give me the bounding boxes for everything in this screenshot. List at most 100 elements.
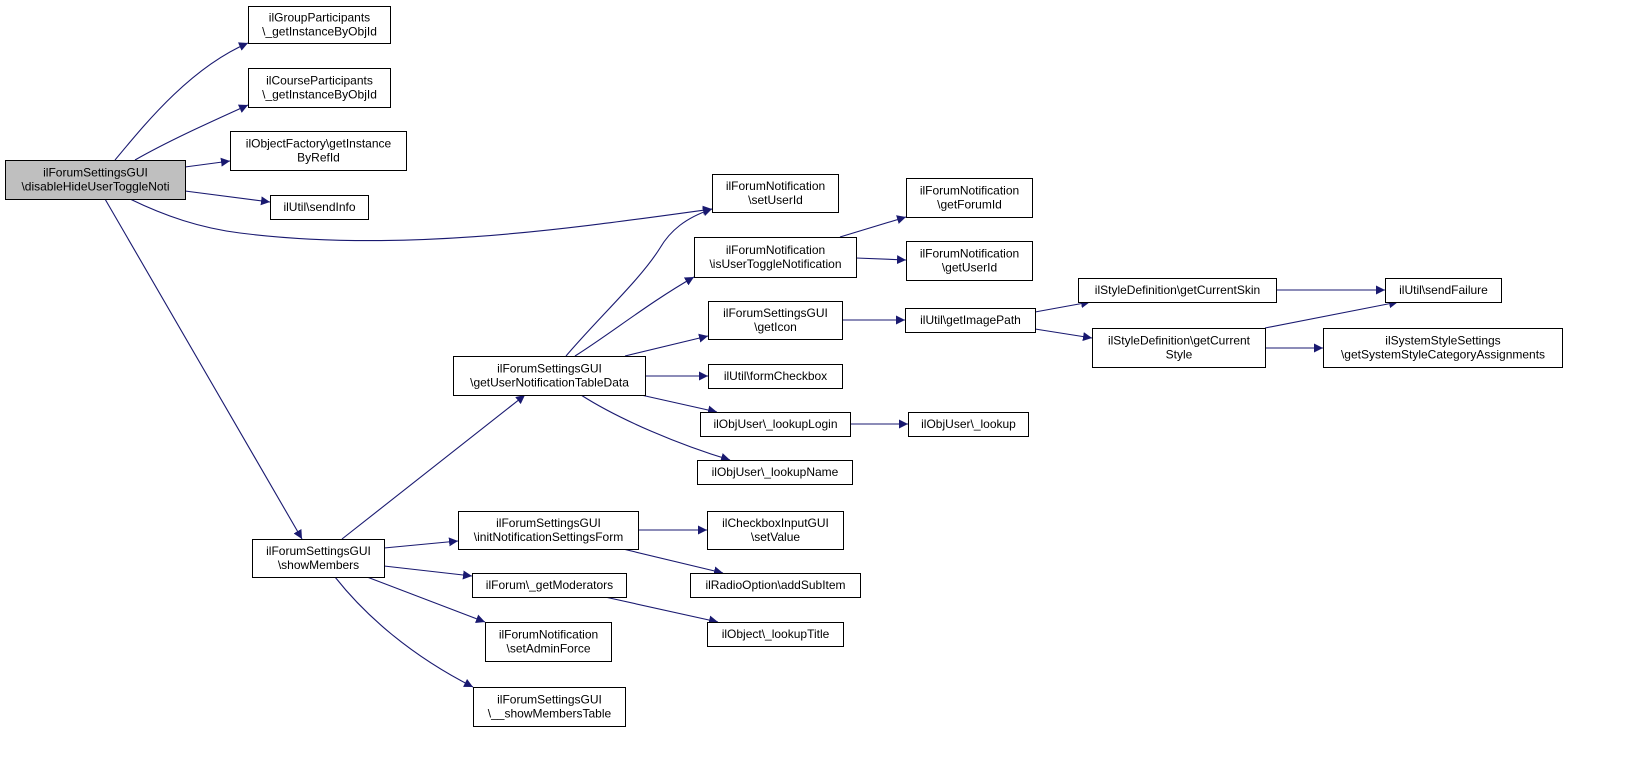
node-box [1323, 328, 1563, 368]
node-label-line: ilUtil\sendInfo [283, 200, 355, 214]
node-n20[interactable]: ilObjUser\_lookup [908, 412, 1029, 437]
node-n25[interactable]: ilCheckboxInputGUI\setValue [707, 511, 844, 550]
edge-n7-to-n11 [640, 394, 718, 415]
node-label-line: Style [1166, 348, 1193, 362]
node-box [697, 460, 853, 485]
edge-n8-to-n14 [855, 255, 907, 265]
node-label-line: \getUserId [942, 261, 997, 275]
node-box [230, 131, 407, 171]
node-label-line: ilForumSettingsGUI [497, 362, 602, 376]
node-box [453, 356, 646, 396]
node-box [690, 573, 861, 598]
node-label-line: ilObject\_lookupTitle [722, 627, 830, 641]
node-label-line: ilForumSettingsGUI [496, 516, 601, 530]
node-n21[interactable]: ilForumSettingsGUI\initNotificationSetti… [458, 511, 639, 550]
node-n19[interactable]: ilSystemStyleSettings\getSystemStyleCate… [1323, 328, 1563, 368]
edge-n6-to-n23 [366, 576, 486, 623]
node-n13[interactable]: ilForumNotification\getForumId [906, 178, 1033, 218]
node-label-line: ilForumNotification [920, 184, 1019, 198]
edges [104, 42, 1399, 688]
edge-n6-to-n21 [383, 537, 459, 549]
node-label-line: ilObjectFactory\getInstance [246, 137, 392, 151]
node-label-line: ilForumSettingsGUI [43, 166, 148, 180]
edge-n21-to-n26 [622, 548, 724, 576]
node-n15[interactable]: ilUtil\getImagePath [905, 308, 1036, 333]
node-label-line: \getUserNotificationTableData [470, 376, 629, 390]
node-label-line: ilRadioOption\addSubItem [705, 578, 845, 592]
node-label-line: ilGroupParticipants [269, 11, 370, 25]
node-box [1078, 278, 1277, 303]
node-box [906, 178, 1033, 218]
node-label-line: \getForumId [937, 198, 1002, 212]
edge-n6-to-n24 [334, 576, 474, 688]
node-n2[interactable]: ilCourseParticipants\_getInstanceByObjId [248, 68, 391, 108]
edge-n8-to-n13 [839, 215, 907, 238]
node-box [712, 174, 839, 213]
nodes: ilForumSettingsGUI\disableHideUserToggle… [5, 6, 1563, 727]
node-box [248, 68, 391, 108]
edge-n0-to-n4 [184, 190, 271, 206]
node-label-line: ilUtil\formCheckbox [724, 369, 827, 383]
node-box [700, 412, 851, 437]
edge-n0-to-n3 [184, 157, 231, 168]
node-label-line: \_getInstanceByObjId [262, 88, 377, 102]
node-label-line: \getSystemStyleCategoryAssignments [1341, 348, 1545, 362]
node-n1[interactable]: ilGroupParticipants\_getInstanceByObjId [248, 6, 391, 44]
edge-n0-to-n6 [104, 198, 303, 540]
node-label-line: \_getInstanceByObjId [262, 25, 377, 39]
node-label-line: ilSystemStyleSettings [1385, 334, 1500, 348]
node-box [252, 539, 385, 578]
node-n18[interactable]: ilUtil\sendFailure [1385, 278, 1502, 303]
node-box [1092, 328, 1266, 368]
node-n0[interactable]: ilForumSettingsGUI\disableHideUserToggle… [5, 160, 186, 200]
node-label-line: ilStyleDefinition\getCurrentSkin [1095, 283, 1260, 297]
node-n23[interactable]: ilForumNotification\setAdminForce [485, 622, 612, 662]
node-box [485, 622, 612, 662]
edge-n0-to-n5 [129, 198, 713, 242]
node-label-line: \initNotificationSettingsForm [474, 530, 623, 544]
node-n14[interactable]: ilForumNotification\getUserId [906, 241, 1033, 281]
node-label-line: ilForumNotification [499, 628, 598, 642]
node-label-line: \__showMembersTable [488, 707, 612, 721]
edge-n7-to-n9 [624, 333, 709, 357]
node-label-line: ilCheckboxInputGUI [722, 516, 829, 530]
edge-n0-to-n1 [114, 42, 249, 161]
node-box [694, 237, 857, 278]
node-n6[interactable]: ilForumSettingsGUI\showMembers [252, 539, 385, 578]
node-box [906, 241, 1033, 281]
edge-n0-to-n2 [134, 104, 249, 161]
node-n10[interactable]: ilUtil\formCheckbox [708, 364, 843, 389]
node-label-line: ilForumNotification [726, 179, 825, 193]
node-label-line: ByRefId [297, 151, 340, 165]
node-n27[interactable]: ilObject\_lookupTitle [707, 622, 844, 647]
node-label-line: \isUserToggleNotification [709, 257, 841, 271]
edge-n7-to-n12 [580, 394, 731, 462]
node-box [707, 511, 844, 550]
edge-n15-to-n16 [1034, 299, 1091, 313]
node-box [472, 573, 627, 598]
node-label-line: \disableHideUserToggleNoti [21, 180, 169, 194]
node-n24[interactable]: ilForumSettingsGUI\__showMembersTable [473, 687, 626, 727]
node-label-line: ilUtil\getImagePath [920, 313, 1021, 327]
node-n22[interactable]: ilForum\_getModerators [472, 573, 627, 598]
node-label-line: ilCourseParticipants [266, 74, 373, 88]
node-box [708, 301, 843, 340]
node-label-line: ilForumSettingsGUI [723, 306, 828, 320]
node-n4[interactable]: ilUtil\sendInfo [270, 195, 369, 220]
node-label-line: \showMembers [278, 558, 359, 572]
node-n8[interactable]: ilForumNotification\isUserToggleNotifica… [694, 237, 857, 278]
node-n7[interactable]: ilForumSettingsGUI\getUserNotificationTa… [453, 356, 646, 396]
node-n5[interactable]: ilForumNotification\setUserId [712, 174, 839, 213]
node-label-line: ilObjUser\_lookupLogin [713, 417, 837, 431]
node-label-line: ilForum\_getModerators [486, 578, 613, 592]
node-label-line: \getIcon [754, 320, 797, 334]
node-n16[interactable]: ilStyleDefinition\getCurrentSkin [1078, 278, 1277, 303]
edge-n22-to-n27 [604, 596, 719, 625]
node-n12[interactable]: ilObjUser\_lookupName [697, 460, 853, 485]
node-label-line: ilUtil\sendFailure [1399, 283, 1488, 297]
node-n26[interactable]: ilRadioOption\addSubItem [690, 573, 861, 598]
node-n9[interactable]: ilForumSettingsGUI\getIcon [708, 301, 843, 340]
node-n11[interactable]: ilObjUser\_lookupLogin [700, 412, 851, 437]
